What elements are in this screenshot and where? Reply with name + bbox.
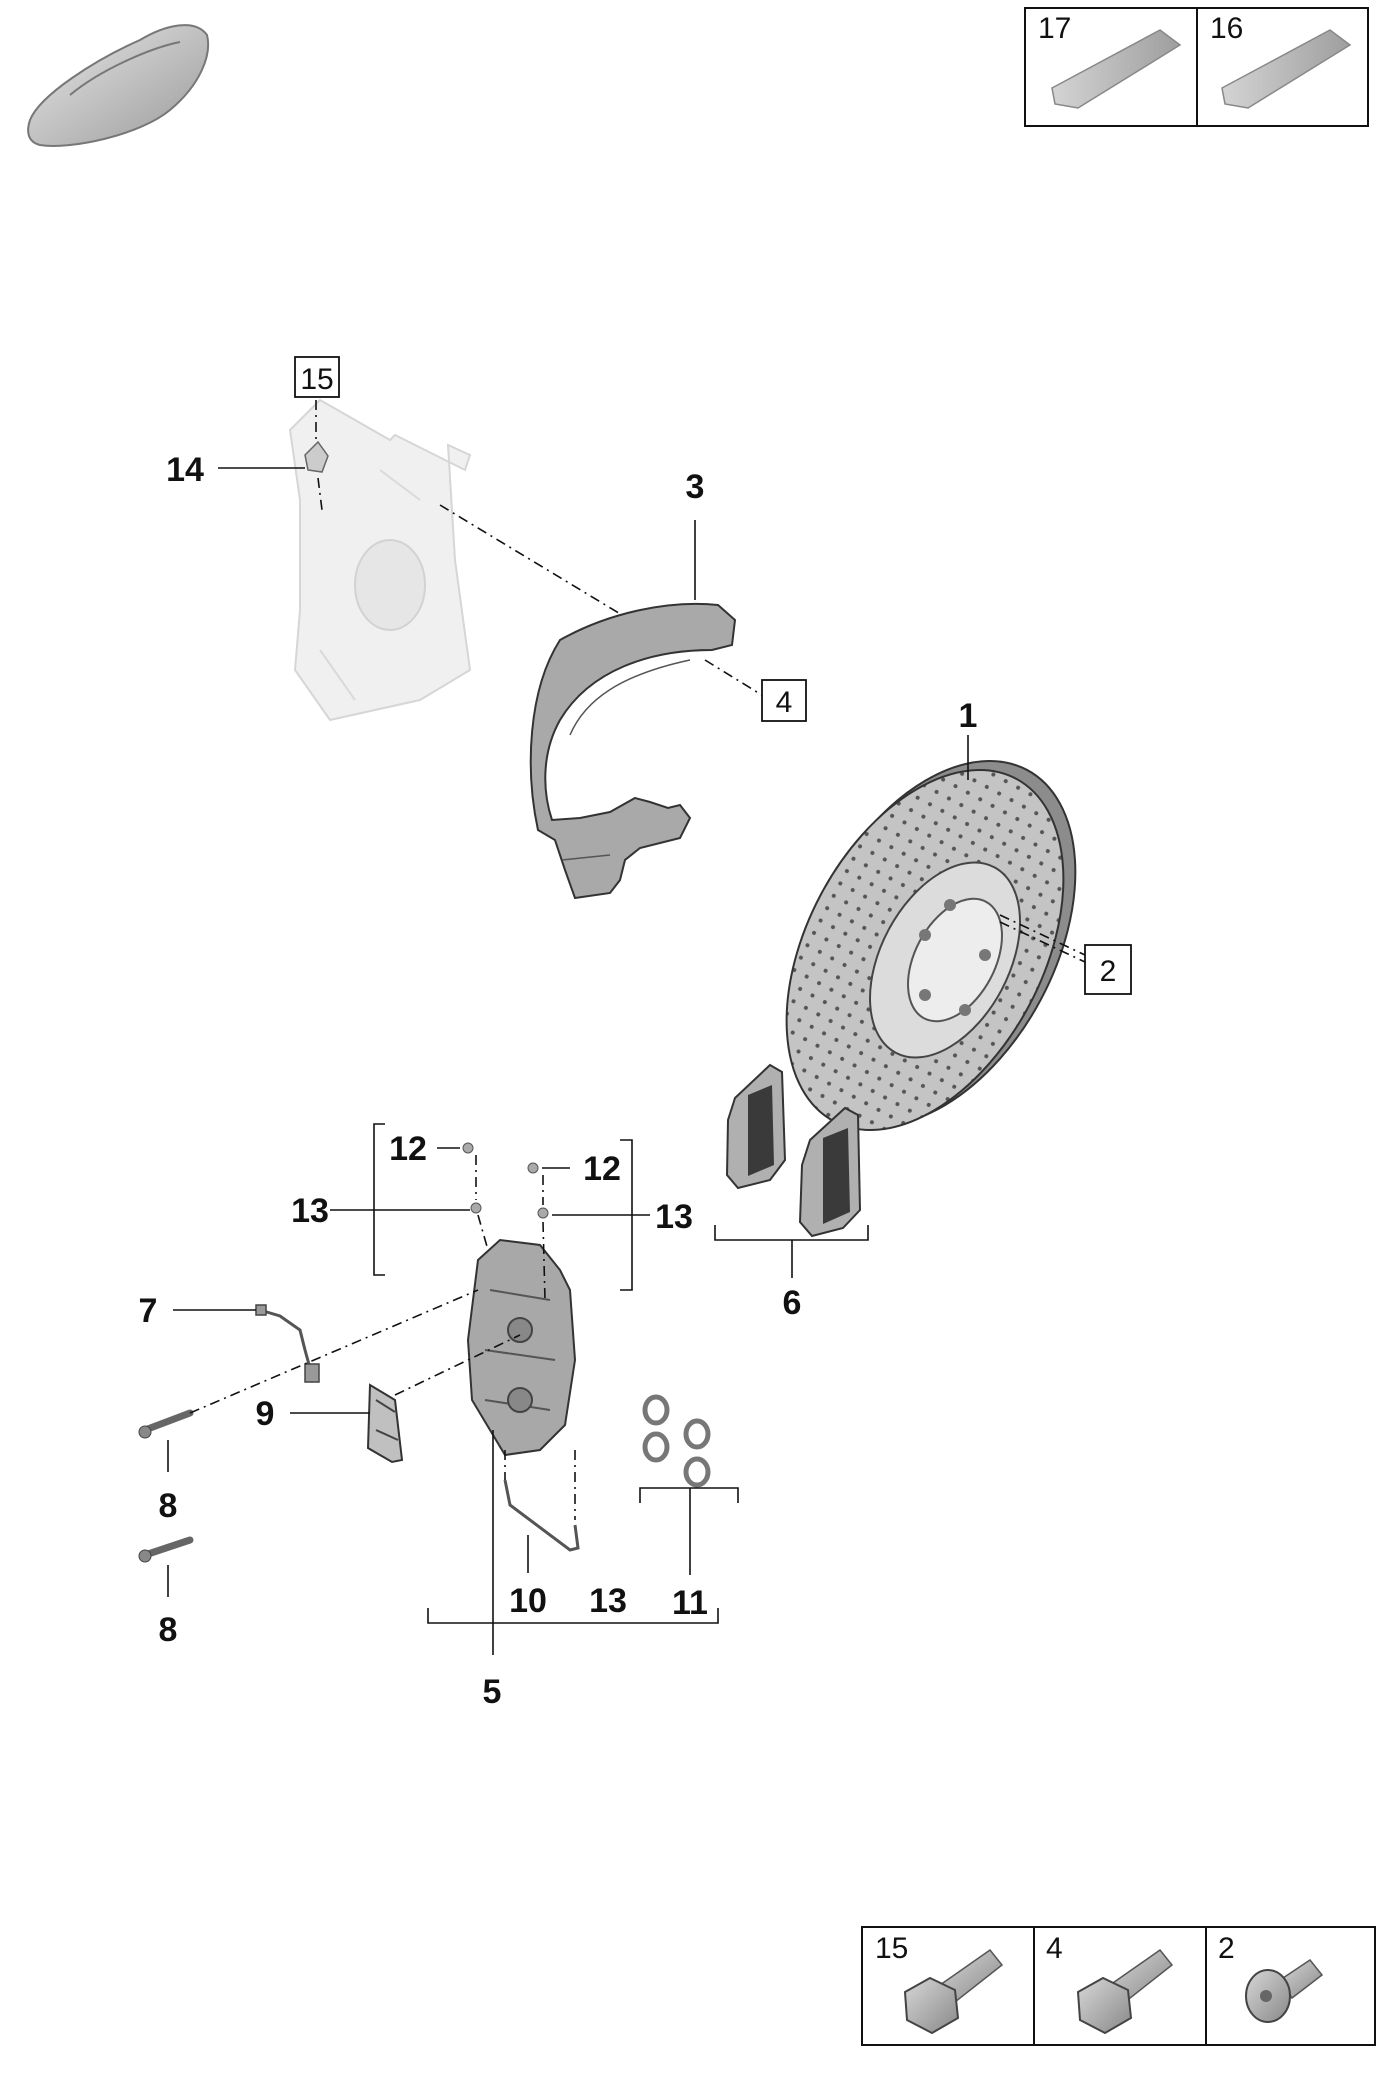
callout-2-box: 2: [1084, 944, 1132, 995]
grease-tube-icon: [1221, 29, 1352, 109]
anti-rattle-spring: [366, 1383, 404, 1464]
car-thumbnail-icon: [27, 24, 209, 147]
pad-retaining-pin: [503, 1479, 580, 1552]
callout-11: 11: [672, 1584, 708, 1622]
callout-8-upper: 8: [159, 1487, 178, 1525]
callout-13-right: 13: [655, 1198, 693, 1236]
panel-number-17: 17: [1038, 12, 1071, 45]
leader-lines: [167, 400, 1086, 1655]
callout-10: 10: [509, 1582, 547, 1620]
wear-sensor: [255, 1304, 320, 1383]
hex-bolt-icon: [903, 1948, 1004, 2035]
callout-3: 3: [686, 468, 705, 506]
grease-tube-icon: [1051, 29, 1182, 109]
hex-bolt-icon: [1076, 1948, 1174, 2035]
holder-clip: [304, 440, 329, 473]
callout-4: 4: [776, 686, 793, 719]
brake-pad-set: [725, 1063, 862, 1238]
panel-number-16: 16: [1210, 12, 1243, 45]
callout-2: 2: [1100, 955, 1117, 988]
callout-15-box: 15: [294, 356, 340, 398]
callout-15: 15: [300, 363, 333, 396]
caliper-bolt: [138, 1409, 194, 1439]
panel-number-15: 15: [875, 1932, 908, 1965]
bleeder-valves: [462, 1142, 549, 1219]
brake-disc: [785, 760, 1077, 1132]
callout-6: 6: [783, 1284, 802, 1322]
brake-caliper: [466, 1238, 577, 1457]
callout-4-box: 4: [761, 679, 807, 722]
fastener-panel: 15 4 2: [861, 1926, 1376, 2046]
torx-screw-icon: [1245, 1958, 1324, 2023]
panel-number-2: 2: [1218, 1932, 1235, 1965]
callout-13-bottom: 13: [589, 1582, 627, 1620]
callout-12-left: 12: [389, 1130, 427, 1168]
seal-rings: [642, 1394, 711, 1488]
callout-5: 5: [483, 1673, 502, 1711]
callout-14: 14: [166, 451, 204, 489]
callout-8-lower: 8: [159, 1611, 178, 1649]
callout-7: 7: [139, 1292, 158, 1330]
callout-13-left: 13: [291, 1192, 329, 1230]
wheel-carrier: [288, 398, 472, 722]
callout-12-right: 12: [583, 1150, 621, 1188]
grease-panel: 17 16: [1024, 7, 1369, 127]
callout-1: 1: [959, 697, 978, 735]
callout-9: 9: [256, 1395, 275, 1433]
caliper-bolt: [138, 1536, 194, 1563]
panel-number-4: 4: [1046, 1932, 1063, 1965]
brake-dust-shield: [529, 602, 737, 900]
